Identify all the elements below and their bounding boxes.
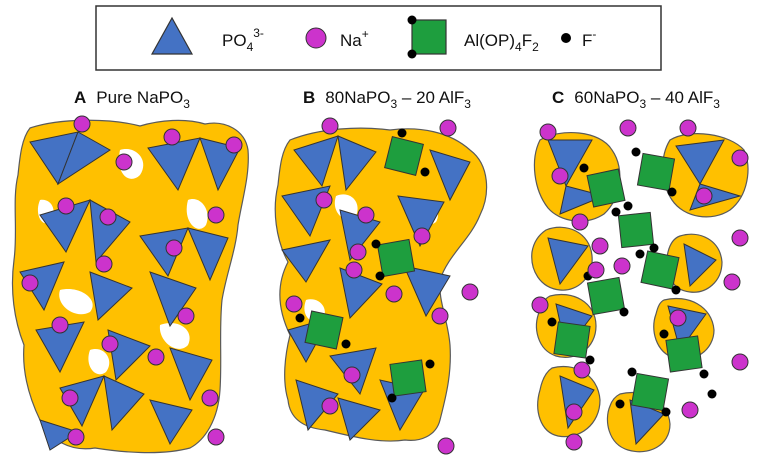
panel-c-sodium-ions (531, 119, 749, 451)
panel-c (531, 119, 749, 453)
panel-c-fluoride-ions (547, 147, 717, 417)
panel-b (274, 117, 488, 455)
legend: PO43- Na+ Al(OP)4F2 F- (95, 5, 662, 71)
legend-fluoride-label: F- (582, 27, 596, 50)
legend-fluoride-icon (561, 33, 571, 43)
panel-b-aluminum-units (304, 135, 427, 397)
legend-aluminum-icon (407, 15, 447, 59)
legend-sodium-label: Na+ (340, 27, 369, 50)
panel-b-sodium-ions (285, 117, 479, 455)
legend-sodium-icon (305, 27, 327, 49)
legend-phosphate-label: PO43- (222, 26, 264, 54)
legend-phosphate-icon (150, 16, 194, 55)
panel-c-aluminum-units (553, 152, 703, 412)
legend-aluminum-label: Al(OP)4F2 (464, 31, 539, 54)
panel-b-fluoride-ions (295, 128, 435, 403)
panel-a (11, 115, 249, 454)
panel-a-sodium-ions (21, 115, 243, 446)
